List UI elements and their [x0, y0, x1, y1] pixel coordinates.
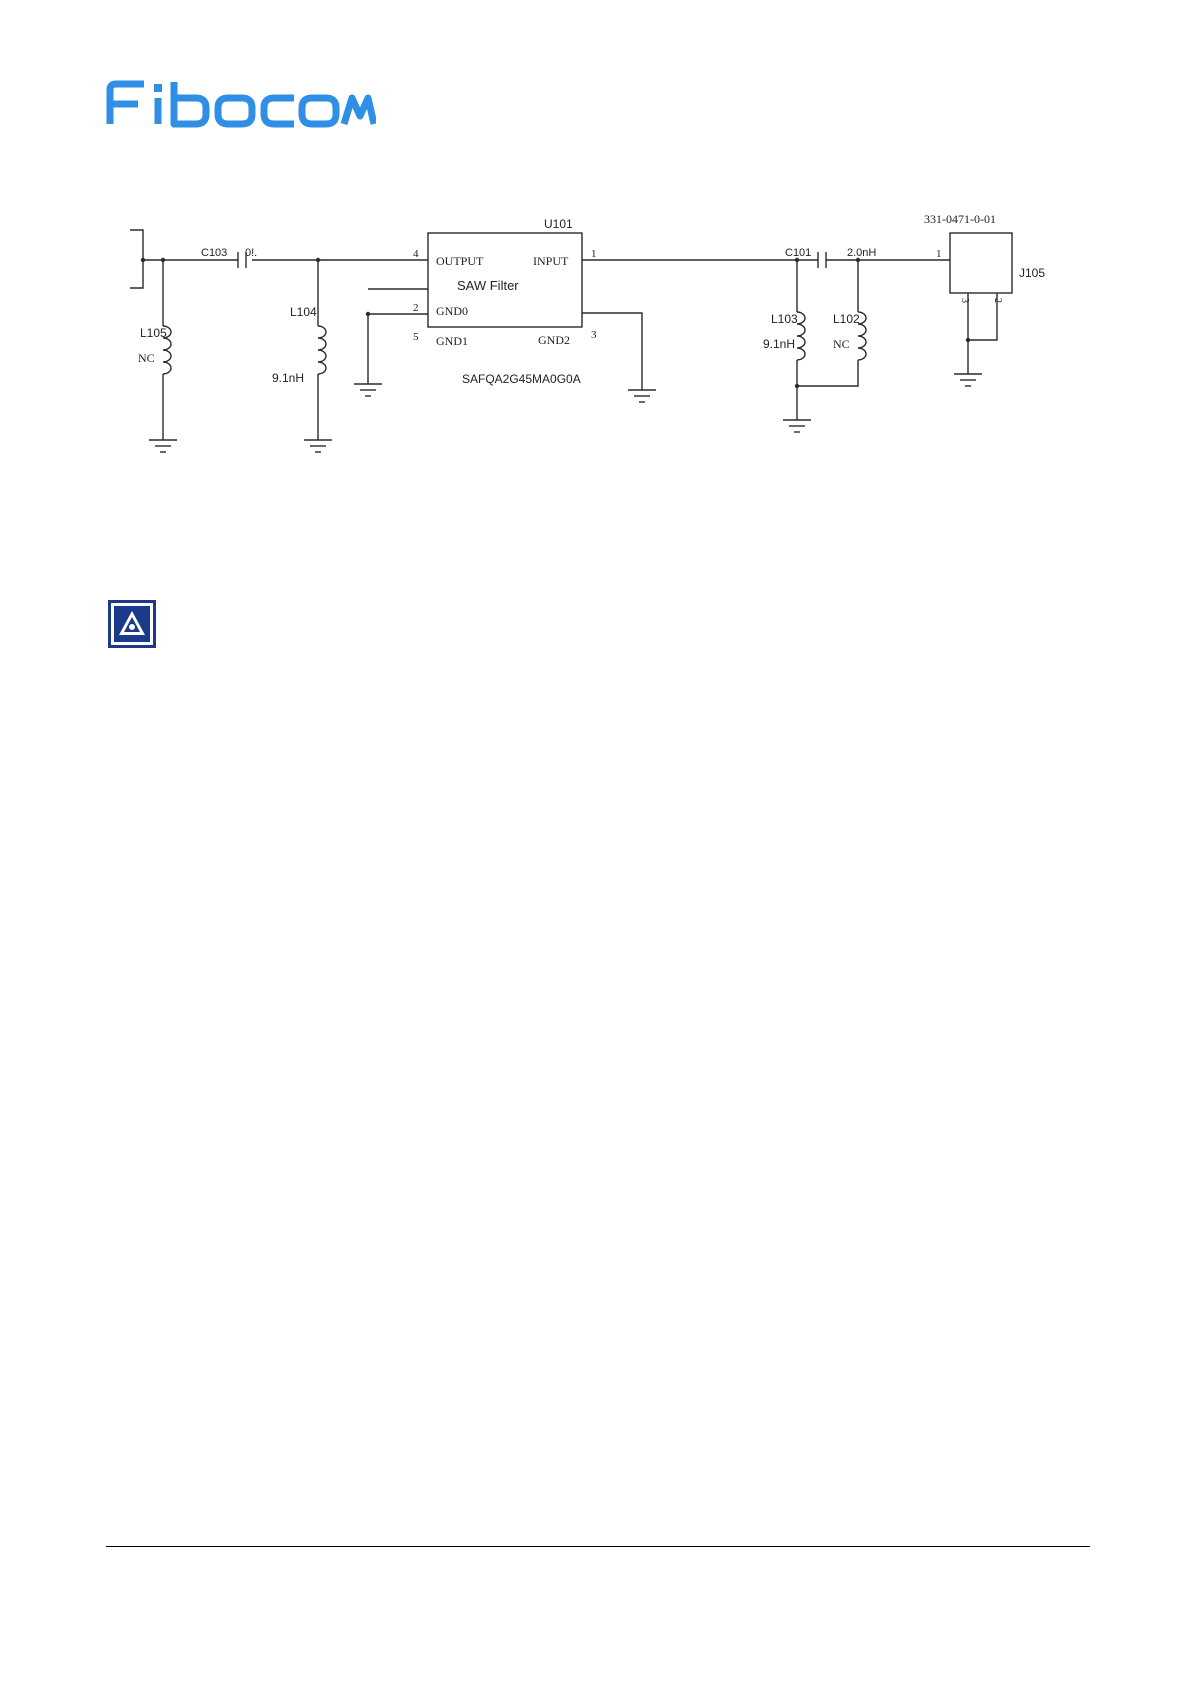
l103-coil: [797, 312, 805, 360]
l105-value: NC: [138, 351, 155, 365]
warning-icon-glyph: [108, 600, 156, 648]
pin-label-input: INPUT: [533, 254, 569, 268]
ground-symbol-u101-right: [628, 390, 656, 402]
warning-icon: [108, 600, 156, 648]
l103-value: 9.1nH: [763, 337, 795, 351]
pin-label-gnd2: GND2: [538, 333, 570, 347]
c103-designator: C103: [201, 247, 227, 259]
l102-designator: L102: [833, 312, 860, 326]
fibocom-logo: Fibocom: [106, 80, 376, 128]
saw-part-number: SAFQA2G45MA0G0A: [462, 372, 581, 386]
pin-label-gnd1: GND1: [436, 334, 468, 348]
pin-label-gnd0: GND0: [436, 304, 468, 318]
l104-value: 9.1nH: [272, 371, 304, 385]
pin-number-4: 4: [413, 248, 419, 260]
saw-filter-label: SAW Filter: [457, 278, 519, 293]
footer-divider: [106, 1546, 1090, 1547]
ground-symbol-j105: [954, 374, 982, 386]
c101-designator: C101: [785, 247, 811, 259]
j105-pin-3: 3: [959, 298, 970, 303]
ground-symbol-u101-left: [354, 384, 382, 396]
l103-designator: L103: [771, 312, 798, 326]
fibocom-logo-mark: [106, 80, 376, 128]
ground-symbol-l103: [783, 420, 811, 432]
j105-designator: J105: [1019, 266, 1045, 280]
j105-pin-2: 2: [992, 298, 1003, 303]
rf-schematic: U101 SAW Filter SAFQA2G45MA0G0A OUTPUT I…: [0, 190, 1190, 470]
l105-designator: L105: [140, 326, 167, 340]
l104-coil: [318, 326, 326, 374]
c101-value: 2.0nH: [847, 247, 876, 259]
c103-value: 0!.: [245, 247, 257, 259]
j105-pin-1: 1: [936, 248, 942, 260]
pin-label-output: OUTPUT: [436, 254, 484, 268]
pin-number-2: 2: [413, 302, 419, 314]
ground-symbol-l105: [149, 440, 177, 452]
ground-symbol-l104: [304, 440, 332, 452]
l102-value: NC: [833, 337, 850, 351]
gnd0-gnd1-wire: [368, 314, 428, 384]
gnd2-wire: [582, 313, 642, 390]
u101-designator: U101: [544, 217, 573, 231]
pin-number-3: 3: [591, 329, 597, 341]
l104-designator: L104: [290, 305, 317, 319]
j105-part-number: 331-0471-0-01: [924, 212, 996, 226]
j105-body: [950, 233, 1012, 293]
pin-number-5: 5: [413, 331, 419, 343]
pin-number-1: 1: [591, 248, 597, 260]
